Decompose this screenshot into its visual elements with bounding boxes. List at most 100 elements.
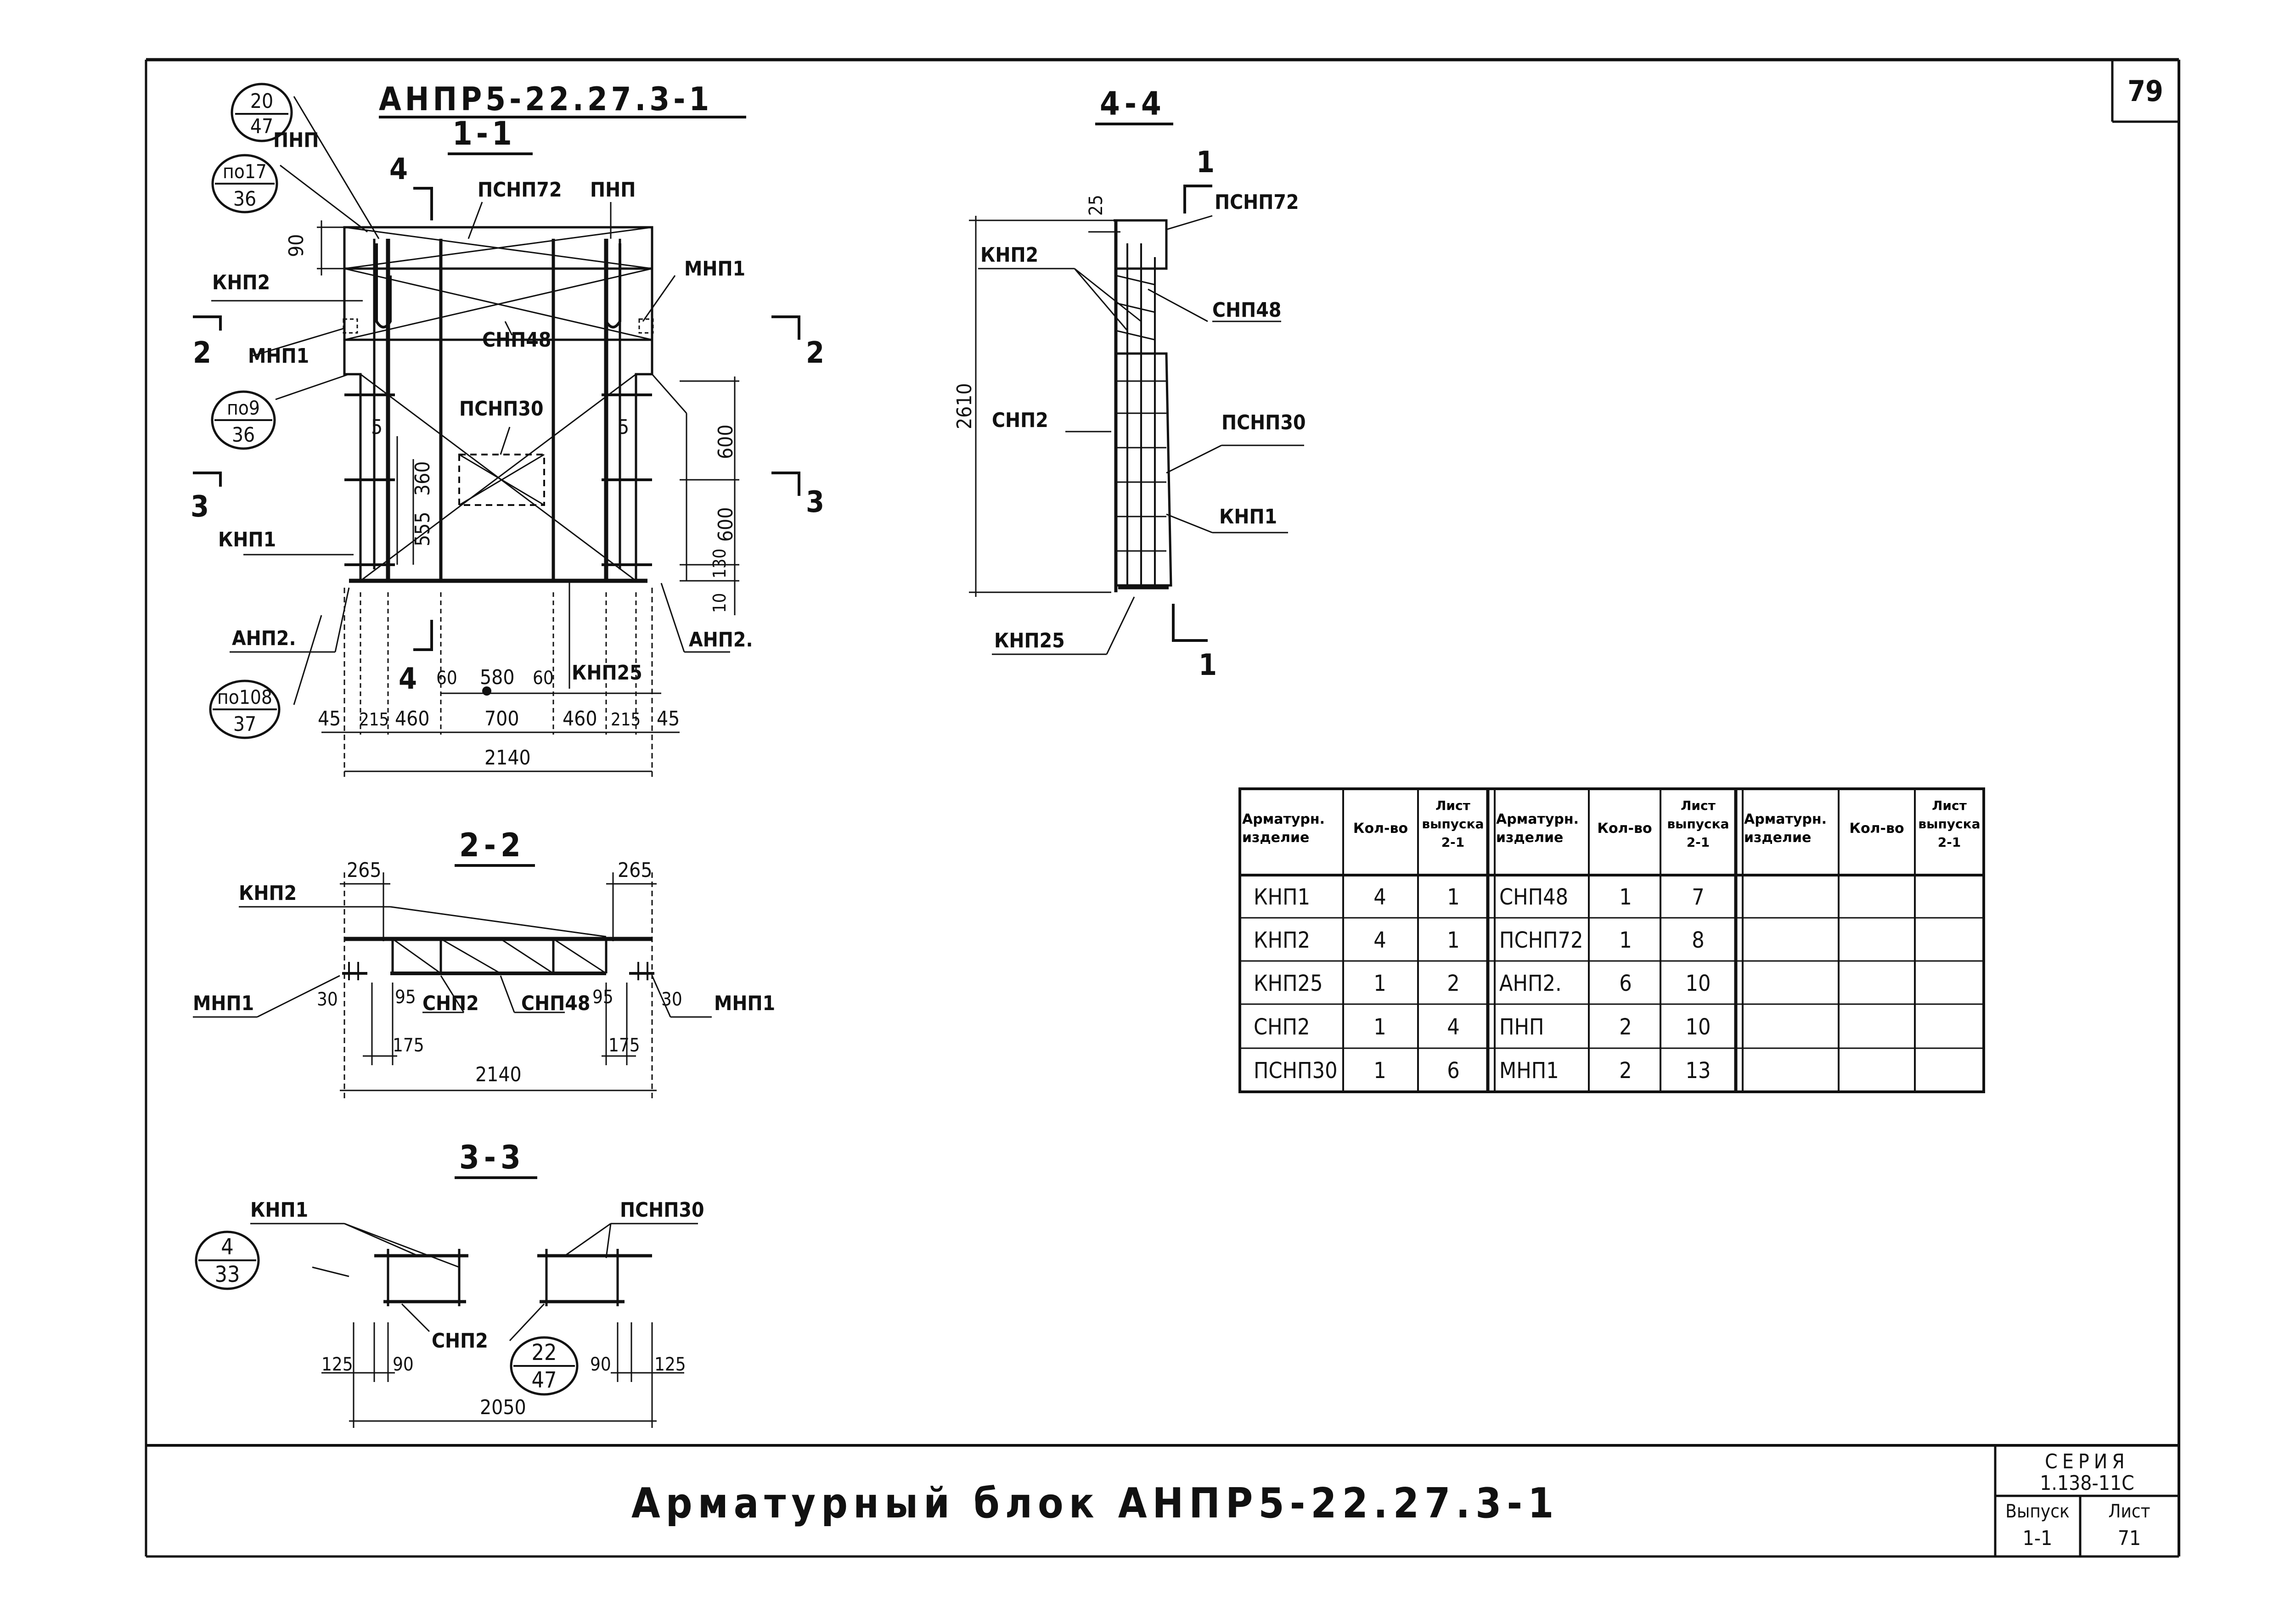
header-sheet-1: Лист выпуска 2-1 — [1422, 798, 1484, 850]
label-knp1: КНП1 — [218, 528, 276, 551]
label-pnp-right: ПНП — [590, 178, 636, 202]
dim-5-left: 5 — [371, 416, 383, 439]
dim-5-right: 5 — [618, 416, 629, 439]
table-cell: 1 — [1619, 927, 1632, 953]
circle-3-den: 36 — [232, 423, 255, 447]
spec-table-headers: Арматурн. изделие Кол-во Лист выпуска 2-… — [1242, 798, 1981, 850]
table-cell: СНП48 — [1499, 884, 1568, 910]
circle-2-den: 36 — [233, 187, 256, 211]
table-cell: 2 — [1619, 1058, 1632, 1084]
header-qty-1: Кол-во — [1353, 820, 1408, 837]
header-item-2: Арматурн. изделие — [1496, 811, 1579, 846]
dim-555: 555 — [411, 511, 434, 546]
s44-label-knp25: КНП25 — [994, 629, 1065, 652]
header-qty-2: Кол-во — [1597, 820, 1652, 837]
dim-45-left: 45 — [318, 707, 341, 730]
label-snp48: СНП48 — [482, 328, 551, 352]
s33-dim-125-left: 125 — [321, 1354, 353, 1375]
stamp-sheet-value: 71 — [2118, 1527, 2141, 1550]
section-22-drawing — [340, 872, 657, 1102]
label-psnp72: ПСНП72 — [478, 178, 562, 202]
header-qty-3: Кол-во — [1849, 820, 1904, 837]
table-cell: 4 — [1447, 1014, 1459, 1040]
table-cell: СНП2 — [1254, 1014, 1310, 1040]
dim-580: 580 — [480, 666, 515, 689]
dim-215-right: 215 — [611, 709, 641, 730]
main-circle-2: по17 36 — [211, 154, 278, 213]
dot-marker — [482, 686, 491, 696]
dim-600-a: 600 — [714, 424, 737, 459]
s22-label-mnp1-left: МНП1 — [193, 992, 254, 1015]
table-cell: АНП2. — [1499, 971, 1562, 996]
spec-table-body: КНП1 4 1 СНП48 1 7 КНП2 4 1 ПСНП72 1 8 К… — [1254, 884, 1711, 1084]
table-cell: 2 — [1447, 971, 1459, 996]
table-cell: 10 — [1686, 1014, 1711, 1040]
table-cell: 1 — [1373, 971, 1386, 996]
label-pnp-left: ПНП — [273, 129, 319, 152]
header-sheet-3: Лист выпуска 2-1 — [1918, 798, 1981, 850]
circle-4-num: по108 — [217, 686, 272, 708]
stamp-sheet-label: Лист — [2108, 1501, 2150, 1522]
s33-circle-2-den: 47 — [532, 1367, 557, 1393]
s22-dim-30-left: 30 — [317, 989, 338, 1010]
s44-dim-2610: 2610 — [953, 383, 976, 429]
sheet-frame — [145, 58, 2180, 1558]
s33-dim-90-right: 90 — [590, 1354, 611, 1375]
header-item-1: Арматурн. изделие — [1242, 811, 1325, 846]
stamp-series-label: СЕРИЯ — [2045, 1450, 2129, 1473]
s44-label-snp2: СНП2 — [992, 409, 1048, 432]
table-cell: 4 — [1373, 927, 1386, 953]
dim-2140-main: 2140 — [484, 746, 531, 770]
cut-4-top: 4 — [389, 152, 408, 186]
main-mark-title: АНПР5-22.27.3-1 — [379, 80, 713, 118]
label-knp2: КНП2 — [212, 271, 270, 294]
stamp-issue-label: Выпуск — [2005, 1501, 2069, 1522]
header-item-3: Арматурн. изделие — [1744, 811, 1827, 846]
s22-dim-2140: 2140 — [475, 1063, 522, 1086]
table-cell: 1 — [1373, 1058, 1386, 1084]
s22-label-knp2: КНП2 — [239, 882, 297, 905]
cut-4-bottom: 4 — [399, 662, 417, 696]
s44-cut-top: 1 — [1196, 146, 1215, 180]
label-mnp1-left: МНП1 — [248, 344, 309, 368]
s22-dim-175-left: 175 — [393, 1035, 424, 1056]
table-cell: КНП25 — [1254, 971, 1323, 996]
dim-90: 90 — [285, 234, 308, 257]
main-section-title: 1-1 — [452, 115, 516, 152]
section-44-drawing — [969, 185, 1212, 642]
label-anp2-left: АНП2. — [232, 627, 296, 650]
stamp-block — [1994, 1445, 2179, 1556]
section-44-labels: ПСНП72 КНП2 СНП48 СНП2 ПСНП30 КНП1 КНП25… — [953, 146, 1306, 682]
s33-label-knp1: КНП1 — [250, 1198, 308, 1222]
table-row: КНП25 1 2 АНП2. 6 10 — [1254, 971, 1711, 996]
dim-45-right: 45 — [657, 707, 680, 730]
s22-label-snp48: СНП48 — [521, 992, 590, 1015]
s44-label-psnp72: ПСНП72 — [1215, 191, 1299, 214]
s44-cut-bot: 1 — [1199, 648, 1217, 682]
dim-700: 700 — [484, 707, 519, 730]
dim-130: 130 — [709, 549, 730, 579]
table-cell: ПНП — [1499, 1014, 1544, 1040]
table-cell: 1 — [1447, 884, 1459, 910]
dim-10: 10 — [709, 593, 730, 613]
table-cell: ПСНП30 — [1254, 1058, 1338, 1084]
table-row: СНП2 1 4 ПНП 2 10 — [1254, 1014, 1711, 1040]
s22-dim-265-left: 265 — [347, 859, 382, 882]
table-cell: 8 — [1692, 927, 1704, 953]
s22-label-mnp1-right: МНП1 — [714, 992, 775, 1015]
main-dim-texts: 90 5 5 360 555 600 600 130 10 60 580 60 … — [285, 234, 737, 770]
s33-circle-2-num: 22 — [532, 1340, 557, 1365]
stamp-series-value: 1.138-11С — [2040, 1472, 2134, 1495]
s22-dim-95-right: 95 — [592, 987, 613, 1008]
s33-dim-125-right: 125 — [654, 1354, 686, 1375]
s22-dim-265-right: 265 — [618, 859, 653, 882]
main-circle-4: по108 37 — [209, 680, 281, 739]
table-row: ПСНП30 1 6 МНП1 2 13 — [1254, 1058, 1711, 1084]
main-cut-labels: 4 4 2 2 3 3 — [191, 152, 824, 696]
dim-600-b: 600 — [714, 507, 737, 542]
circle-1-den: 47 — [250, 115, 273, 138]
dim-60-b: 60 — [533, 668, 554, 689]
sheet-title: Арматурный блок АНПР5-22.27.3-1 — [631, 1479, 1559, 1528]
table-cell: 1 — [1447, 927, 1459, 953]
